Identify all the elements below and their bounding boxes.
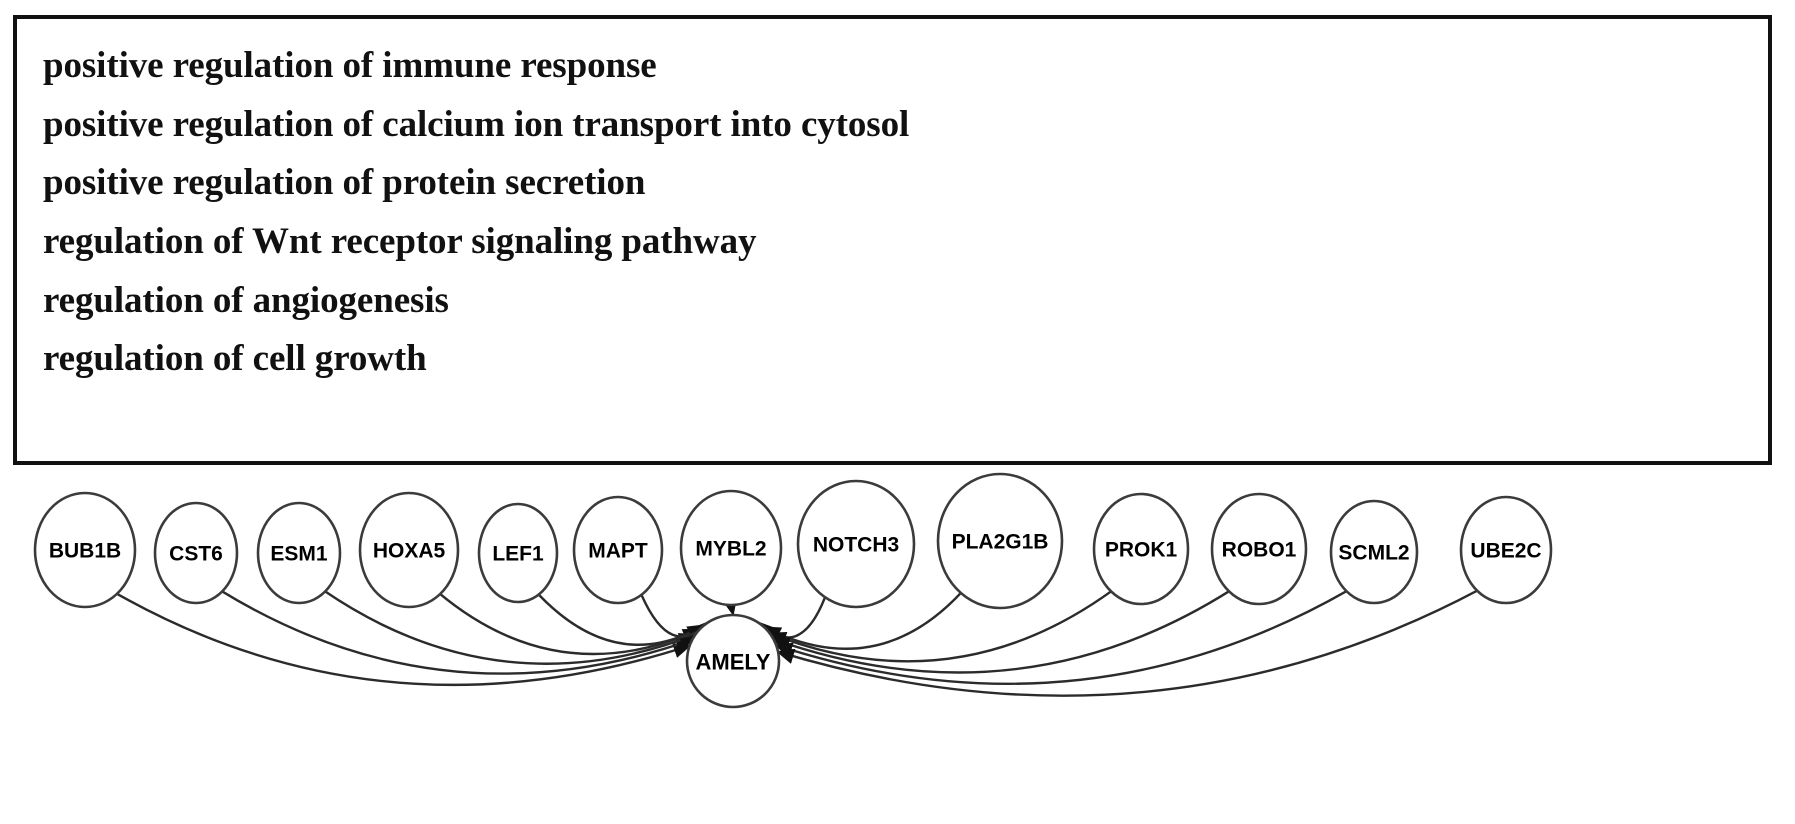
edge-pla2g1b-to-amely bbox=[762, 590, 964, 650]
edge-layer bbox=[114, 588, 1480, 697]
node-label: HOXA5 bbox=[373, 540, 446, 563]
node-notch3[interactable]: NOTCH3 bbox=[796, 479, 916, 609]
edge-scml2-to-amely bbox=[774, 589, 1349, 685]
node-shape bbox=[1210, 492, 1308, 606]
edge-prok1-to-amely bbox=[767, 589, 1114, 663]
go-term-box: positive regulation of immune response p… bbox=[13, 15, 1772, 465]
edge-robo1-to-amely bbox=[771, 589, 1232, 674]
node-label: SCML2 bbox=[1338, 542, 1409, 565]
node-shape bbox=[477, 502, 559, 604]
node-shape bbox=[679, 489, 783, 607]
node-label: BUB1B bbox=[49, 540, 121, 563]
node-prok1[interactable]: PROK1 bbox=[1092, 492, 1190, 606]
node-label: UBE2C bbox=[1470, 540, 1541, 563]
node-shape bbox=[1459, 495, 1553, 605]
node-ube2c[interactable]: UBE2C bbox=[1459, 495, 1553, 605]
node-label: PLA2G1B bbox=[952, 531, 1049, 554]
node-shape bbox=[936, 472, 1064, 610]
node-label: LEF1 bbox=[492, 543, 544, 566]
node-shape bbox=[256, 501, 342, 605]
node-mybl2[interactable]: MYBL2 bbox=[679, 489, 783, 607]
node-label: ESM1 bbox=[270, 543, 328, 566]
node-amely[interactable]: AMELY bbox=[685, 613, 781, 709]
node-label: PROK1 bbox=[1105, 539, 1178, 562]
node-shape bbox=[796, 479, 916, 609]
go-term-item: regulation of angiogenesis bbox=[43, 279, 449, 321]
edge-cst6-to-amely bbox=[220, 589, 695, 675]
node-label: MAPT bbox=[588, 540, 648, 563]
go-term-item: regulation of cell growth bbox=[43, 338, 427, 380]
node-robo1[interactable]: ROBO1 bbox=[1210, 492, 1308, 606]
node-label: AMELY bbox=[696, 650, 771, 675]
node-shape bbox=[358, 491, 460, 609]
go-term-item: regulation of Wnt receptor signaling pat… bbox=[43, 220, 757, 262]
node-shape bbox=[1092, 492, 1190, 606]
node-layer: BUB1B CST6 ESM1 HOXA5 LEF1 MAPT MYBL2 NOTCH3 PLA… bbox=[33, 472, 1553, 709]
node-mapt[interactable]: MAPT bbox=[572, 495, 664, 605]
node-shape bbox=[572, 495, 664, 605]
node-label: NOTCH3 bbox=[813, 534, 899, 557]
node-bub1b[interactable]: BUB1B bbox=[33, 491, 137, 609]
go-term-item: positive regulation of immune response bbox=[43, 45, 657, 86]
node-shape bbox=[33, 491, 137, 609]
edge-hoxa5-to-amely bbox=[438, 592, 702, 656]
node-pla2g1b[interactable]: PLA2G1B bbox=[936, 472, 1064, 610]
node-label: CST6 bbox=[169, 543, 223, 566]
go-term-list: positive regulation of immune response p… bbox=[17, 19, 1768, 389]
go-term-item: positive regulation of calcium ion trans… bbox=[43, 103, 910, 145]
node-shape bbox=[1329, 499, 1419, 605]
node-hoxa5[interactable]: HOXA5 bbox=[358, 491, 460, 609]
edge-mybl2-to-amely bbox=[721, 596, 738, 617]
node-label: MYBL2 bbox=[695, 538, 766, 561]
node-lef1[interactable]: LEF1 bbox=[477, 502, 559, 604]
edge-esm1-to-amely bbox=[323, 589, 698, 665]
edge-bub1b-to-amely bbox=[114, 591, 692, 687]
gene-regulatory-network: BUB1B CST6 ESM1 HOXA5 LEF1 MAPT MYBL2 NOTCH3 PLA… bbox=[33, 472, 1553, 709]
node-cst6[interactable]: CST6 bbox=[153, 501, 239, 605]
node-shape bbox=[685, 613, 781, 709]
node-shape bbox=[153, 501, 239, 605]
node-scml2[interactable]: SCML2 bbox=[1329, 499, 1419, 605]
node-label: ROBO1 bbox=[1222, 539, 1297, 562]
node-esm1[interactable]: ESM1 bbox=[256, 501, 342, 605]
go-term-item: positive regulation of protein secretion bbox=[43, 162, 646, 204]
edge-ube2c-to-amely bbox=[776, 588, 1480, 697]
